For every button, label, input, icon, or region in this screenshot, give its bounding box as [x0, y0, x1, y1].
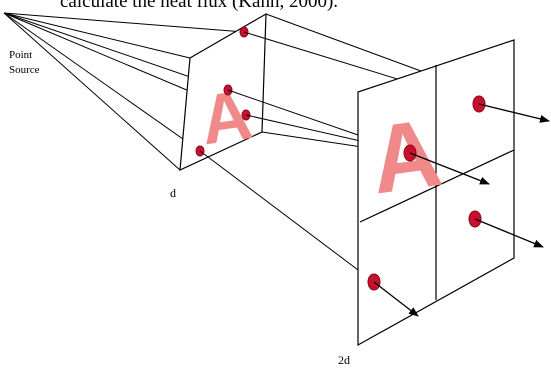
arrow-top-left — [409, 152, 490, 185]
point-source-label-line1: Point — [9, 49, 32, 61]
near-plane: A — [179, 12, 267, 171]
point-source-label-line2: Source — [9, 64, 40, 76]
arrow-bottom-left — [373, 281, 419, 317]
far-plane-distance-label: 2d — [338, 353, 350, 367]
far-plane: A — [357, 39, 515, 347]
arrow-bottom-right — [474, 218, 544, 248]
caption-fragment: calculate the heat flux (Kahn, 2000). — [60, 0, 338, 12]
outgoing-arrows — [373, 103, 550, 317]
near-plane-distance-label: d — [170, 186, 176, 200]
arrow-top-right — [478, 103, 550, 123]
